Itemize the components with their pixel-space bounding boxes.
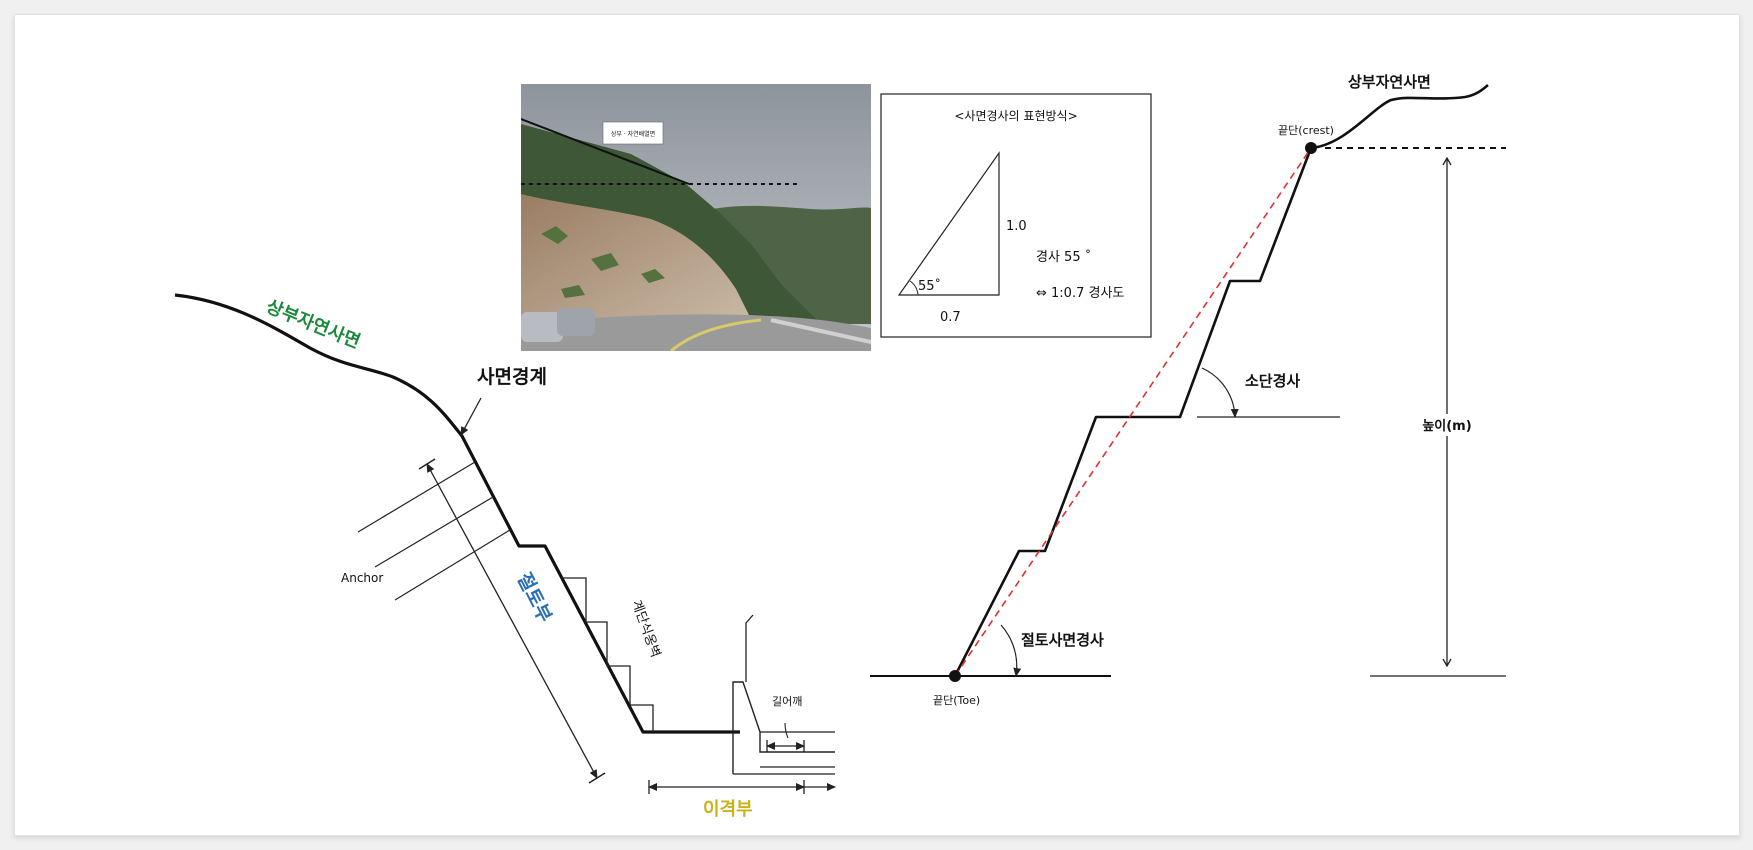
cut-slope-photo: 상부 · 자연배열면 — [521, 84, 871, 351]
right-cross-section: 상부자연사면 끝단(crest) 끝단(Toe) 소단경사 절토사면경사 높이(… — [870, 73, 1506, 707]
shoulder-pointer — [784, 722, 789, 739]
stepped-cut-slope — [953, 83, 1489, 677]
photo-car-1 — [521, 312, 563, 342]
label-cut-slope-angle: 절토사면경사 — [1021, 631, 1104, 649]
label-upper-natural-slope-left: 상부자연사면 — [263, 296, 363, 353]
notation-angle: 55˚ — [918, 278, 941, 294]
photo-car-2 — [557, 308, 595, 336]
notation-triangle — [897, 151, 1000, 296]
figure-card: 상부자연사면 사면경계 Anchor 절토부 계단식옹벽 길어깨 이격부 <사면… — [14, 14, 1740, 836]
photo-sign — [602, 121, 664, 145]
notation-title: <사면경사의 표현방식> — [954, 109, 1077, 123]
label-upper-natural-slope-right: 상부자연사면 — [1348, 73, 1431, 91]
label-cut-part: 절토부 — [513, 569, 556, 626]
label-height: 높이(m) — [1422, 418, 1471, 434]
notation-vertical: 1.0 — [1006, 219, 1027, 234]
label-crest: 끝단(crest) — [1278, 124, 1334, 137]
notation-horizontal: 0.7 — [940, 310, 961, 325]
label-stepped-retaining-wall: 계단식옹벽 — [628, 598, 663, 659]
left-cross-section: 상부자연사면 사면경계 Anchor 절토부 계단식옹벽 길어깨 이격부 — [174, 293, 836, 820]
cut-part-dimension — [426, 463, 598, 779]
slope-boundary-pointer — [460, 397, 482, 436]
overall-slope-line — [954, 147, 1312, 677]
ground-profile-line — [174, 293, 740, 734]
photo-vegetation-patches — [541, 226, 665, 298]
slope-notation-box: <사면경사의 표현방식> 55˚ 1.0 0.7 경사 55 ˚ ⇔ 1:0.7… — [880, 93, 1152, 338]
label-toe: 끝단(Toe) — [933, 694, 980, 707]
label-bench-slope: 소단경사 — [1245, 372, 1300, 390]
curb-structure — [732, 681, 835, 774]
label-separation-part: 이격부 — [703, 799, 753, 820]
anchor-line-2 — [374, 496, 494, 568]
photo-road-marking — [670, 318, 762, 351]
anchor-line-3 — [394, 529, 511, 601]
photo-sign-text: 상부 · 자연배열면 — [611, 130, 655, 138]
photo-natural-slope-line — [521, 118, 690, 185]
fence-post — [745, 614, 754, 682]
label-slope-boundary: 사면경계 — [477, 366, 547, 388]
toe-point — [949, 670, 961, 682]
crest-point — [1305, 142, 1317, 154]
label-shoulder: 길어깨 — [772, 695, 802, 708]
notation-angle-arc — [909, 280, 919, 296]
bench-slope-arc — [1201, 367, 1239, 418]
slope-diagram: 상부자연사면 사면경계 Anchor 절토부 계단식옹벽 길어깨 이격부 <사면… — [174, 73, 1506, 820]
notation-slope-angle: 경사 55 ˚ — [1036, 249, 1091, 265]
photo-guardrail — [770, 318, 871, 344]
label-anchor: Anchor — [341, 571, 383, 585]
notation-ratio: ⇔ 1:0.7 경사도 — [1036, 286, 1124, 301]
cut-slope-arc — [1000, 624, 1022, 677]
